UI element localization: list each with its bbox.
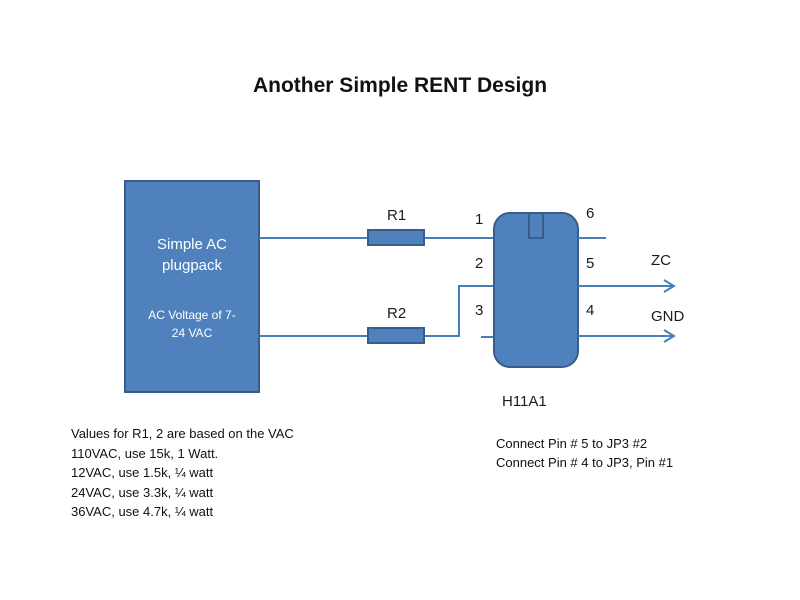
pin-5-label: 5 [586,255,595,272]
resistor-r1 [367,229,425,246]
plugpack-voltage: AC Voltage of 7- 24 VAC [125,306,259,342]
pin-1-label: 1 [475,211,484,228]
ic-notch [528,212,544,239]
resistor-r2 [367,327,425,344]
resistor-r2-label: R2 [387,305,407,322]
plugpack-voltage-line2: 24 VAC [171,326,213,340]
plugpack-title-line2: plugpack [161,257,223,274]
note-line: Values for R1, 2 are based on the VAC [71,426,294,441]
plugpack-title-line1: Simple AC [156,236,228,253]
note-line: 36VAC, use 4.7k, ¼ watt [71,504,214,519]
note-line: 12VAC, use 1.5k, ¼ watt [71,465,214,480]
plugpack-title: Simple AC plugpack [125,234,259,276]
connection-line: Connect Pin # 5 to JP3 #2 [496,436,648,451]
ic-name-label: H11A1 [502,393,547,410]
wire-pin2 [259,285,494,337]
connection-notes: Connect Pin # 5 to JP3 #2 Connect Pin # … [496,434,673,472]
resistor-r1-label: R1 [387,207,407,224]
output-gnd-label: GND [651,308,685,325]
plugpack-block [124,180,260,393]
resistor-value-notes: Values for R1, 2 are based on the VAC 11… [71,424,294,522]
note-line: 110VAC, use 15k, 1 Watt. [71,445,219,461]
arrow-gnd-icon [663,329,676,343]
pin-6-label: 6 [586,205,595,222]
arrow-zc-icon [663,279,676,293]
diagram-title: Another Simple RENT Design [252,74,548,97]
pin-2-label: 2 [475,255,484,272]
output-zc-label: ZC [651,252,671,269]
pin-4-label: 4 [586,302,595,319]
pin-3-label: 3 [475,302,484,319]
connection-line: Connect Pin # 4 to JP3, Pin #1 [496,455,674,470]
plugpack-voltage-line1: AC Voltage of 7- [148,308,236,322]
note-line: 24VAC, use 3.3k, ¼ watt [71,484,214,500]
